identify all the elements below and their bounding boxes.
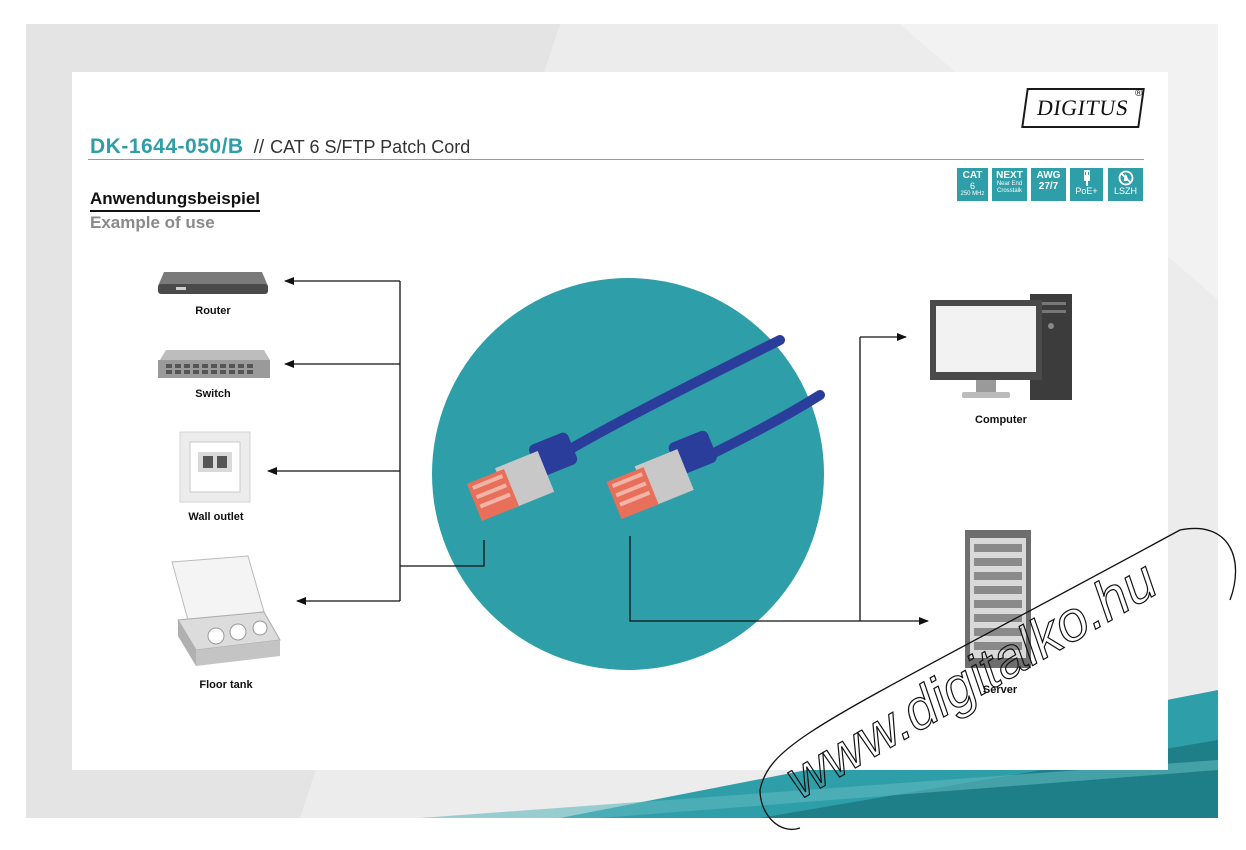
badge-awg-value: 27/7 [1038, 181, 1059, 192]
server-icon [965, 530, 1031, 668]
badge-cat-label: CAT [962, 170, 983, 181]
switch-label: Switch [195, 388, 231, 400]
registered-mark: ® [1135, 88, 1143, 99]
badge-awg-label: AWG [1036, 170, 1061, 181]
server-label: Server [982, 684, 1018, 696]
badge-cat6: CAT 6 250 MHz [957, 168, 988, 201]
product-title: DK-1644-050/B //CAT 6 S/FTP Patch Cord [90, 135, 470, 159]
product-description: CAT 6 S/FTP Patch Cord [270, 137, 471, 157]
badge-next-line2: Near End [996, 181, 1023, 187]
badge-cat-freq: 250 MHz [960, 191, 985, 197]
badge-next-label: NEXT [996, 170, 1023, 181]
badge-next: NEXT Near End Crosstalk [992, 168, 1027, 201]
floor-tank-label: Floor tank [199, 679, 253, 691]
title-rule [88, 159, 1144, 160]
left-connection-lines [267, 277, 485, 605]
patch-cord-image [432, 278, 825, 670]
heading-german: Anwendungsbeispiel [90, 189, 261, 212]
switch-icon [158, 350, 270, 378]
wall-outlet-icon [179, 431, 251, 503]
badge-lszh: LSZH [1108, 168, 1143, 201]
wall-outlet-label: Wall outlet [188, 511, 244, 523]
router-label: Router [195, 305, 231, 317]
heading-english: Example of use [90, 213, 215, 232]
badge-cat-value: 6 [969, 181, 975, 191]
plug-icon [1083, 170, 1090, 186]
computer-icon [930, 294, 1072, 400]
title-separator: // [253, 137, 265, 158]
digitus-logo: DIGITUS ® [1021, 88, 1148, 130]
floor-tank-icon [171, 555, 281, 666]
badge-lszh-label: LSZH [1113, 186, 1137, 196]
computer-label: Computer [975, 414, 1027, 426]
product-code: DK-1644-050/B [90, 135, 244, 158]
badge-poe: PoE+ [1070, 168, 1103, 201]
badge-poe-label: PoE+ [1075, 186, 1098, 196]
badge-awg: AWG 27/7 [1031, 168, 1066, 201]
no-halogen-icon [1118, 170, 1133, 186]
router-icon [158, 272, 268, 294]
badge-next-line3: Crosstalk [996, 188, 1022, 194]
